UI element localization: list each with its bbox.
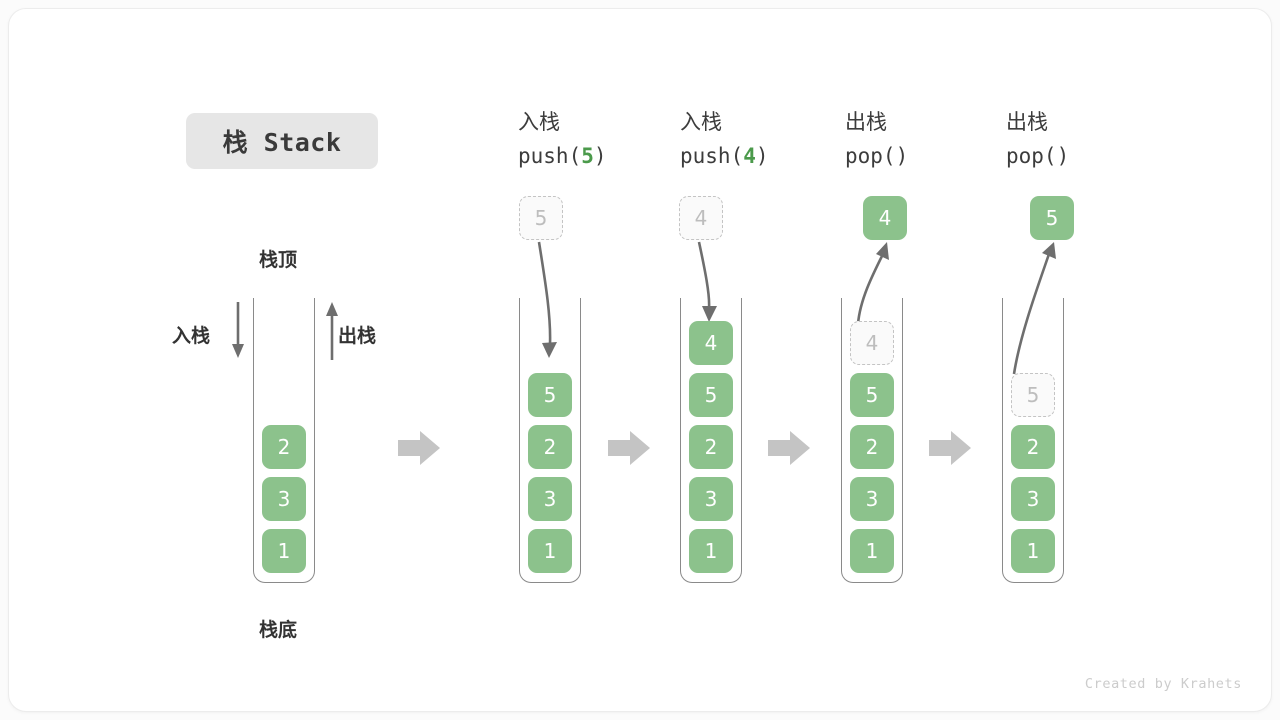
call-prefix: pop( bbox=[845, 144, 896, 168]
stack-cell: 1 bbox=[262, 529, 306, 573]
floating-cell-push-5: 5 bbox=[519, 196, 563, 240]
stack-cell: 3 bbox=[262, 477, 306, 521]
step-call-label: push(4) bbox=[680, 139, 769, 173]
stack-cell: 4 bbox=[689, 321, 733, 365]
stack-cell: 1 bbox=[1011, 529, 1055, 573]
step-connector-arrow-icon bbox=[398, 431, 440, 465]
call-suffix: ) bbox=[755, 144, 769, 168]
pop-legend-label: 出栈 bbox=[338, 325, 377, 347]
stack-cell: 2 bbox=[850, 425, 894, 469]
call-prefix: push( bbox=[518, 144, 582, 168]
popped-cell-5: 5 bbox=[1030, 196, 1074, 240]
stack-cell: 5 bbox=[850, 373, 894, 417]
stack-cell: 3 bbox=[850, 477, 894, 521]
step-call-label: push(5) bbox=[518, 139, 607, 173]
stack-tube-push-5 bbox=[519, 298, 581, 583]
step-connector-arrow-icon bbox=[608, 431, 650, 465]
step-op-label: 出栈 bbox=[845, 110, 887, 134]
stack-cell-ghost: 5 bbox=[1011, 373, 1055, 417]
step-connector-arrow-icon bbox=[768, 431, 810, 465]
call-prefix: push( bbox=[680, 144, 744, 168]
stack-cell: 1 bbox=[528, 529, 572, 573]
pop-curve-arrow-icon bbox=[856, 242, 889, 325]
stack-cell: 2 bbox=[528, 425, 572, 469]
stack-cell: 5 bbox=[689, 373, 733, 417]
stack-cell: 5 bbox=[528, 373, 572, 417]
footer-credit: Created by Krahets bbox=[1084, 676, 1242, 692]
stack-tube-pop-5 bbox=[1002, 298, 1064, 583]
stack-tube-pop-4 bbox=[841, 298, 903, 583]
step-header-push-5: 入栈 push(5) bbox=[518, 105, 607, 173]
stack-cell: 2 bbox=[689, 425, 733, 469]
push-down-arrow-icon bbox=[232, 302, 244, 358]
step-header-pop-5: 出栈 pop() bbox=[1006, 105, 1069, 173]
stack-cell: 2 bbox=[262, 425, 306, 469]
call-suffix: ) bbox=[895, 144, 909, 168]
step-header-push-4: 入栈 push(4) bbox=[680, 105, 769, 173]
push-curve-arrow-icon bbox=[697, 241, 717, 322]
step-header-pop-4: 出栈 pop() bbox=[845, 105, 908, 173]
step-op-label: 出栈 bbox=[1006, 110, 1048, 134]
call-prefix: pop( bbox=[1006, 144, 1057, 168]
step-op-label: 入栈 bbox=[680, 110, 722, 134]
call-suffix: ) bbox=[593, 144, 607, 168]
floating-cell-push-4: 4 bbox=[679, 196, 723, 240]
step-call-label: pop() bbox=[1006, 139, 1069, 173]
stack-cell-ghost: 4 bbox=[850, 321, 894, 365]
push-legend-label: 入栈 bbox=[172, 325, 211, 347]
push-curve-arrow-icon bbox=[537, 241, 557, 358]
stack-cell: 1 bbox=[689, 529, 733, 573]
stack-cell: 3 bbox=[1011, 477, 1055, 521]
popped-cell-4: 4 bbox=[863, 196, 907, 240]
step-op-label: 入栈 bbox=[518, 110, 560, 134]
call-arg: 5 bbox=[581, 144, 594, 168]
stack-tube-push-4 bbox=[680, 298, 742, 583]
stack-tube-initial bbox=[253, 298, 315, 583]
step-call-label: pop() bbox=[845, 139, 908, 173]
stack-cell: 3 bbox=[689, 477, 733, 521]
stack-cell: 3 bbox=[528, 477, 572, 521]
stack-top-label: 栈顶 bbox=[259, 249, 298, 271]
pop-up-arrow-icon bbox=[326, 302, 338, 360]
stack-cell: 1 bbox=[850, 529, 894, 573]
stack-cell: 2 bbox=[1011, 425, 1055, 469]
stack-bottom-label: 栈底 bbox=[259, 619, 298, 641]
call-suffix: ) bbox=[1056, 144, 1070, 168]
step-connector-arrow-icon bbox=[929, 431, 971, 465]
pop-curve-arrow-icon bbox=[1012, 242, 1056, 375]
diagram-title-badge: 栈 Stack bbox=[186, 113, 378, 169]
call-arg: 4 bbox=[743, 144, 756, 168]
